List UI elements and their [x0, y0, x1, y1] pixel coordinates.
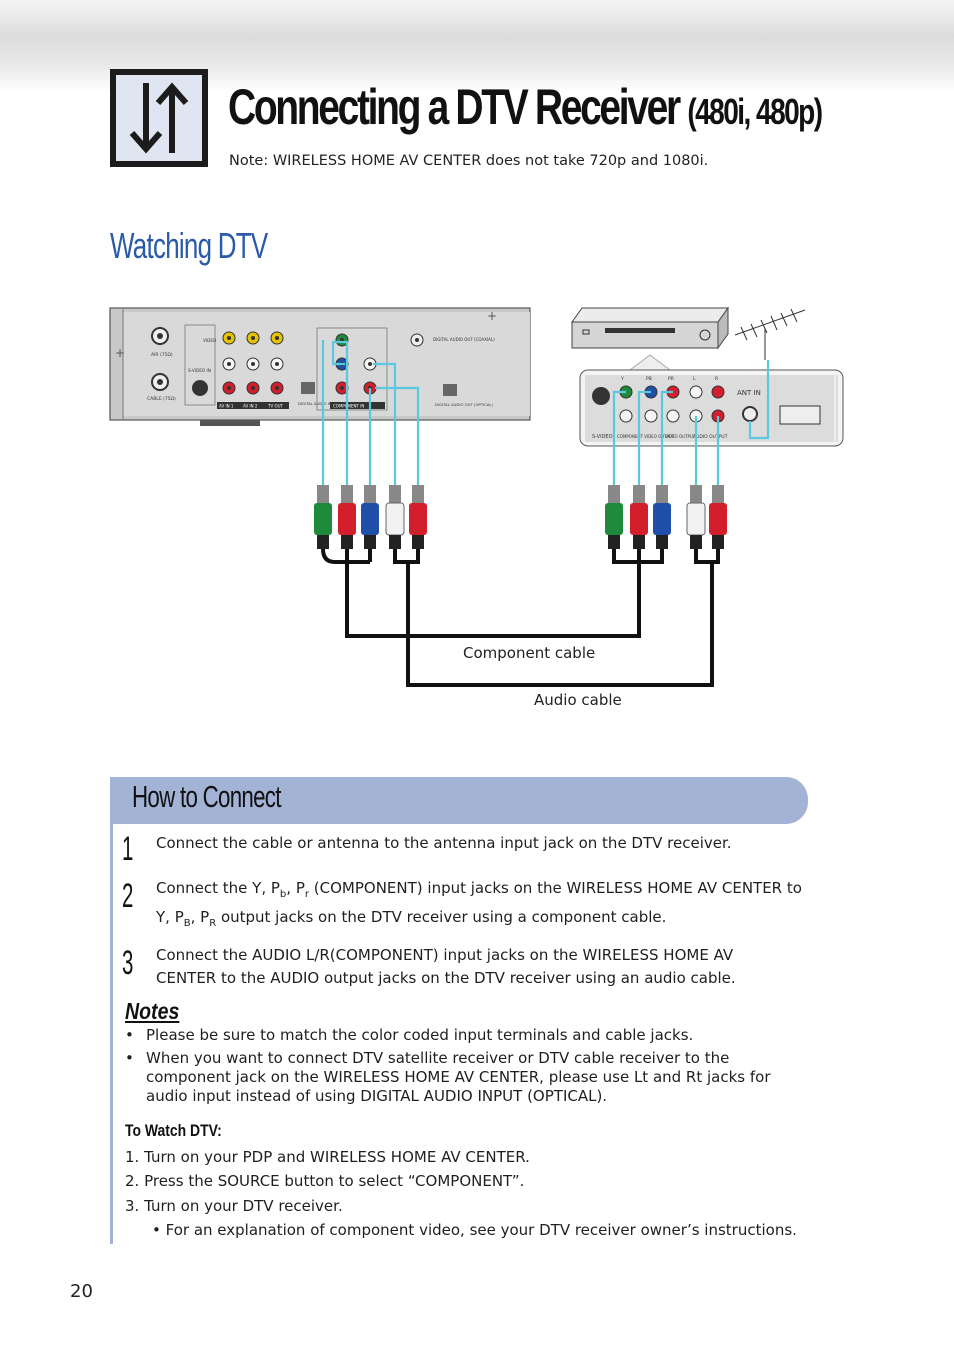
air-in-label: AIR (75Ω) [151, 352, 173, 358]
connection-diagram: AIR (75Ω) CABLE (75Ω) S-VIDEO IN VIDEO A… [105, 300, 865, 724]
note-item: • When you want to connect DTV satellite… [125, 1049, 771, 1105]
notes-heading: Notes [125, 998, 180, 1024]
rca-plugs [314, 485, 727, 549]
step-text-1: Connect the cable or antenna to the ante… [156, 834, 732, 852]
note-item: • Please be sure to match the color code… [125, 1026, 694, 1044]
plug-green-right [605, 485, 623, 549]
step-text-3: Connect the AUDIO L/R(COMPONENT) input j… [156, 946, 736, 987]
receiver-svideo-label: S-VIDEO [592, 434, 613, 440]
av-in-2-label: AV IN 2 [243, 404, 258, 409]
how-to-connect-title: How to Connect [132, 779, 281, 814]
cable-lines [321, 340, 770, 490]
antenna-icon [734, 308, 806, 360]
title-suffix: (480i, 480p) [687, 91, 823, 132]
plug-red-right [630, 485, 648, 549]
watch-note: • For an explanation of component video,… [152, 1221, 797, 1239]
receiver-audio-output-label: AUDIO OUTPUT [693, 434, 728, 440]
svg-text:+: + [487, 309, 497, 323]
connection-arrows-icon [110, 69, 208, 167]
receiver-video-output-label: VIDEO OUTPUT [665, 434, 696, 439]
receiver-ant-in-label: ANT IN [737, 389, 761, 397]
svideo-in-label: S-VIDEO IN [188, 368, 211, 373]
digital-audio-in-label: DIGITAL AUDIO IN (OPTICAL) [298, 401, 352, 406]
plug-blue-right [653, 485, 671, 549]
step-number-3: 3 [122, 944, 134, 982]
plug-red-left [338, 485, 356, 549]
svg-text:+: + [115, 346, 125, 360]
component-in-label: COMPONENT IN [333, 404, 364, 409]
black-cables [321, 548, 720, 687]
receiver-pb-label: PB [646, 376, 652, 382]
dtv-receiver-back-panel: Y PB PR L R S-VIDEO COMPONENT VIDEO OUTP… [579, 369, 844, 447]
plug-white-right [686, 485, 706, 549]
plug-white-left [385, 485, 405, 549]
digital-audio-out-coaxial-label: DIGITAL AUDIO OUT (COAXIAL) [433, 337, 495, 342]
component-cable-label: Component cable [463, 644, 596, 662]
section-title: Watching DTV [110, 225, 268, 266]
how-to-connect-bar [110, 777, 808, 824]
tv-out-label: TV OUT [267, 404, 284, 409]
watch-step-3: 3. Turn on your DTV receiver. [125, 1197, 343, 1215]
av-center-back-panel: AIR (75Ω) CABLE (75Ω) S-VIDEO IN VIDEO A… [109, 307, 531, 426]
receiver-component-output-label: COMPONENT VIDEO OUTPUT [617, 434, 675, 439]
page-title: Connecting a DTV Receiver (480i, 480p) [228, 78, 823, 136]
cable-in-label: CABLE (75Ω) [147, 396, 176, 402]
plug-green-left [314, 485, 332, 549]
watch-step-1: 1. Turn on your PDP and WIRELESS HOME AV… [125, 1148, 530, 1166]
step-text-2: Connect the Y, Pb, Pr (COMPONENT) input … [156, 879, 802, 929]
left-rule [110, 824, 113, 1244]
title-main: Connecting a DTV Receiver [228, 79, 681, 135]
watch-dtv-heading: To Watch DTV: [125, 1121, 222, 1140]
receiver-pr-label: PR [668, 376, 674, 382]
plug-red-audio-left [409, 485, 427, 549]
receiver-y-label: Y [620, 376, 624, 382]
av-in-1-label: AV IN 1 [219, 404, 234, 409]
dtv-receiver-box [571, 306, 729, 350]
page-number: 20 [70, 1281, 93, 1302]
step-number-2: 2 [122, 877, 134, 915]
plug-blue-left [361, 485, 379, 549]
watch-step-2: 2. Press the SOURCE button to select “CO… [125, 1172, 525, 1190]
plug-red-audio-right [709, 485, 727, 549]
receiver-l-label: L [693, 376, 696, 382]
digital-audio-out-optical-label: DIGITAL AUDIO OUT (OPTICAL) [435, 402, 494, 407]
audio-cable-label: Audio cable [534, 691, 622, 709]
title-note: Note: WIRELESS HOME AV CENTER does not t… [229, 153, 709, 169]
step-number-1: 1 [122, 830, 134, 868]
receiver-r-label: R [715, 376, 718, 382]
video-label: VIDEO [203, 338, 217, 343]
